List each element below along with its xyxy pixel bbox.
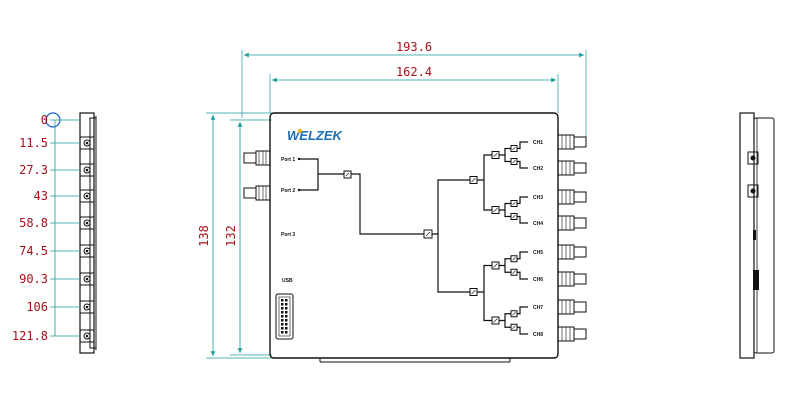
sma-connector-icon xyxy=(79,216,95,230)
splitter-block-icon xyxy=(510,255,518,263)
port-3-label: Port 3 xyxy=(281,232,295,238)
splitter-block-icon xyxy=(510,310,518,318)
splitter-block-icon xyxy=(469,176,478,184)
port-position-label: 58.8 xyxy=(19,216,48,230)
splitter-block-icon xyxy=(510,158,518,165)
sma-connector-icon xyxy=(747,151,759,165)
front-view: 193.6 162.4 138 132 WELZE xyxy=(197,40,587,363)
port-position-label: 90.3 xyxy=(19,272,48,286)
output-channel-label: CH2 xyxy=(533,166,543,172)
sma-connector-icon xyxy=(557,215,587,231)
output-channel-label: CH8 xyxy=(533,332,543,338)
sma-connector-icon xyxy=(557,134,587,150)
output-channel-label: CH4 xyxy=(533,221,543,227)
overall-width-dimension: 193.6 xyxy=(396,40,432,54)
sma-connector-icon xyxy=(747,184,759,198)
output-channel-label: CH3 xyxy=(533,195,543,201)
port-position-label: 74.5 xyxy=(19,244,48,258)
splitter-block-icon xyxy=(491,316,500,325)
body-width-dimension: 162.4 xyxy=(396,65,432,79)
port-position-label: 43 xyxy=(34,189,48,203)
splitter-block-icon xyxy=(510,323,518,331)
enclosure-body xyxy=(269,112,559,359)
usb-port-icon xyxy=(753,270,759,290)
splitter-block-icon xyxy=(491,151,500,159)
brand-logo: WELZEK xyxy=(287,128,343,143)
splitter-block-icon xyxy=(510,145,518,152)
sma-connector-icon xyxy=(79,244,95,258)
sma-connector-icon xyxy=(79,189,95,203)
sma-connector-icon xyxy=(557,189,587,205)
sma-connector-icon xyxy=(557,299,587,315)
port-2-label: Port 2 xyxy=(281,188,295,194)
usb-label: USB xyxy=(282,278,293,284)
splitter-block-icon xyxy=(491,206,500,214)
right-side-view xyxy=(739,112,775,359)
sma-connector-icon xyxy=(79,163,95,177)
port-position-label: 11.5 xyxy=(19,136,48,150)
output-channel-label: CH6 xyxy=(533,277,543,283)
sma-connector-icon xyxy=(557,271,587,287)
usb-port-icon xyxy=(275,293,294,340)
sma-connector-icon xyxy=(557,160,587,176)
output-channel-label: CH5 xyxy=(533,250,543,256)
splitter-block-icon xyxy=(510,200,518,207)
splitter-block-icon xyxy=(510,213,518,220)
splitter-block-icon xyxy=(491,261,500,270)
sma-connector-icon xyxy=(557,326,587,342)
overall-height-dimension: 138 xyxy=(197,225,211,247)
sma-connector-icon xyxy=(557,244,587,260)
sma-connector-icon xyxy=(243,150,271,166)
port-position-label: 106 xyxy=(26,300,48,314)
port-1-label: Port 1 xyxy=(281,157,295,163)
sma-connector-icon xyxy=(243,185,271,201)
port-position-label: 0 xyxy=(41,113,48,127)
port-position-label: 121.8 xyxy=(12,329,48,343)
splitter-block-icon xyxy=(423,229,433,239)
splitter-block-icon xyxy=(469,288,478,296)
body-height-dimension: 132 xyxy=(224,225,238,247)
sma-connector-icon xyxy=(79,136,95,150)
sma-connector-icon xyxy=(79,329,95,343)
sma-connector-icon xyxy=(79,272,95,286)
sma-connector-icon xyxy=(79,300,95,314)
port-position-label: 27.3 xyxy=(19,163,48,177)
splitter-block-icon xyxy=(343,170,352,179)
output-channel-label: CH7 xyxy=(533,305,543,311)
left-side-view: 0 11.5 27.3 43 58.8 74.5 90.3 106 121.8 xyxy=(12,112,97,354)
splitter-block-icon xyxy=(510,268,518,276)
output-channel-label: CH1 xyxy=(533,140,543,146)
